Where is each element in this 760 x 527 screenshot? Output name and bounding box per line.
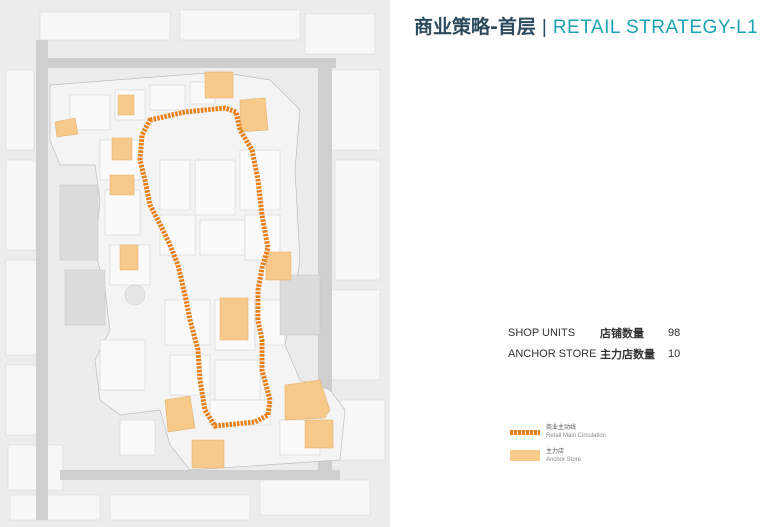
title-separator: | <box>541 17 547 38</box>
stat-value: 10 <box>668 347 681 360</box>
anchor-store-icon <box>510 450 540 461</box>
retail-main-circulation-route <box>137 105 273 429</box>
stat-shop-units: SHOP UNITS 店铺数量 98 <box>508 322 680 343</box>
stat-value: 98 <box>668 326 681 339</box>
stat-anchor-store: ANCHOR STORE 主力店数量 10 <box>508 343 680 364</box>
legend-label-en: Retail Main Circulation <box>546 433 607 439</box>
circulation-line-icon <box>510 430 540 435</box>
site-plan-map <box>0 0 390 527</box>
stat-label-cn: 店铺数量 <box>600 326 644 340</box>
title-chinese: 商业策略-首层 <box>414 16 536 38</box>
stats-panel: SHOP UNITS 店铺数量 98 ANCHOR STORE 主力店数量 10 <box>508 322 680 364</box>
stat-label-en: SHOP UNITS <box>508 326 576 339</box>
legend-item-circulation: 商业主动线 Retail Main Circulation <box>510 424 606 448</box>
title-english: RETAIL STRATEGY-L1 <box>552 17 759 38</box>
legend-label-en: Anchor Store <box>546 457 582 463</box>
legend-label-cn: 商业主动线 <box>546 424 577 431</box>
legend-item-anchor: 主力店 Anchor Store <box>510 448 606 472</box>
roads <box>36 40 340 520</box>
surrounding-blocks <box>5 9 386 521</box>
plaza-areas <box>59 184 321 336</box>
stat-label-cn: 主力店数量 <box>600 347 655 361</box>
stat-label-en: ANCHOR STORE <box>508 347 597 360</box>
page-title: 商业策略-首层|RETAIL STRATEGY-L1 <box>414 14 758 41</box>
legend-label-cn: 主力店 <box>546 448 565 455</box>
map-legend: 商业主动线 Retail Main Circulation 主力店 Anchor… <box>510 424 606 472</box>
anchor-stores <box>54 71 334 469</box>
